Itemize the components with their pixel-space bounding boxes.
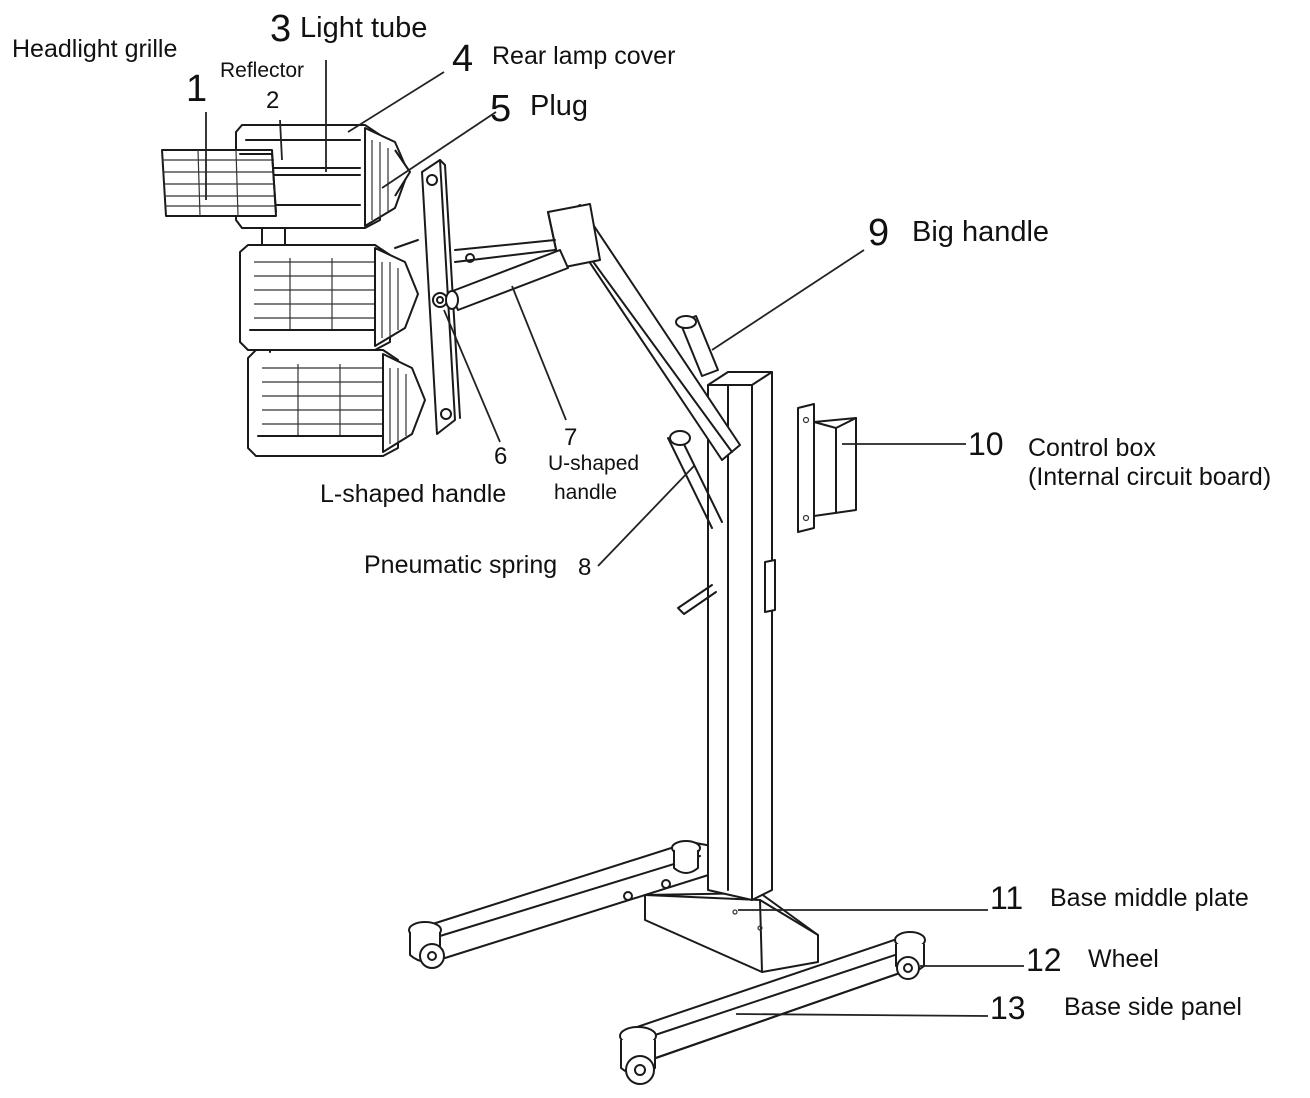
control-box: [797, 403, 857, 533]
lamp-middle: [239, 244, 419, 351]
wheel-front-right: [894, 931, 926, 980]
leader-9: [711, 249, 865, 351]
wheel-front-left: [619, 1026, 657, 1085]
base-middle-plate: [644, 892, 819, 973]
label-u-shaped: U-shaped: [548, 452, 640, 475]
number-1: 1: [186, 68, 208, 110]
number-3: 3: [270, 8, 292, 50]
number-8: 8: [578, 554, 592, 581]
number-9: 9: [868, 212, 890, 254]
u-shaped-handle: [394, 239, 569, 311]
number-4: 4: [452, 38, 474, 80]
label-light-tube: Light tube: [300, 12, 428, 44]
label-base-side-panel: Base side panel: [1064, 993, 1242, 1021]
leader-2: [279, 119, 283, 161]
leader-4: [347, 71, 445, 133]
number-12: 12: [1026, 942, 1062, 978]
leader-lines: [205, 60, 1024, 1017]
leader-6: [443, 309, 501, 443]
leader-5: [381, 111, 497, 189]
arm: [547, 203, 741, 529]
leader-7: [511, 285, 567, 421]
number-10: 10: [968, 426, 1004, 462]
label-wheel: Wheel: [1088, 945, 1159, 973]
label-plug: Plug: [530, 90, 589, 122]
label-l-shaped-handle: L-shaped handle: [320, 480, 507, 508]
number-13: 13: [990, 990, 1026, 1026]
headlight-grille: [161, 149, 277, 217]
label-reflector: Reflector: [220, 59, 305, 82]
number-7: 7: [564, 424, 578, 451]
lamp-bottom: [247, 349, 426, 457]
label-control-box: Control box: [1028, 434, 1156, 462]
label-control-box-line2: (Internal circuit board): [1028, 463, 1272, 491]
leader-8: [597, 465, 695, 567]
column: [677, 371, 776, 901]
leader-13: [735, 1013, 989, 1017]
wheel-back-right: [671, 840, 701, 874]
wheel-back-left: [408, 921, 445, 969]
number-5: 5: [490, 88, 512, 130]
number-11: 11: [990, 880, 1024, 916]
lamp-frame: [261, 227, 286, 353]
label-big-handle: Big handle: [912, 216, 1050, 248]
number-6: 6: [494, 443, 508, 470]
label-rear-lamp-cover: Rear lamp cover: [492, 42, 676, 70]
number-2: 2: [266, 87, 280, 114]
label-pneumatic-spring: Pneumatic spring: [364, 551, 558, 579]
label-u-shaped-handle-line2: handle: [554, 481, 618, 504]
label-base-middle-plate: Base middle plate: [1050, 884, 1249, 912]
label-headlight-grille: Headlight grille: [12, 35, 178, 63]
